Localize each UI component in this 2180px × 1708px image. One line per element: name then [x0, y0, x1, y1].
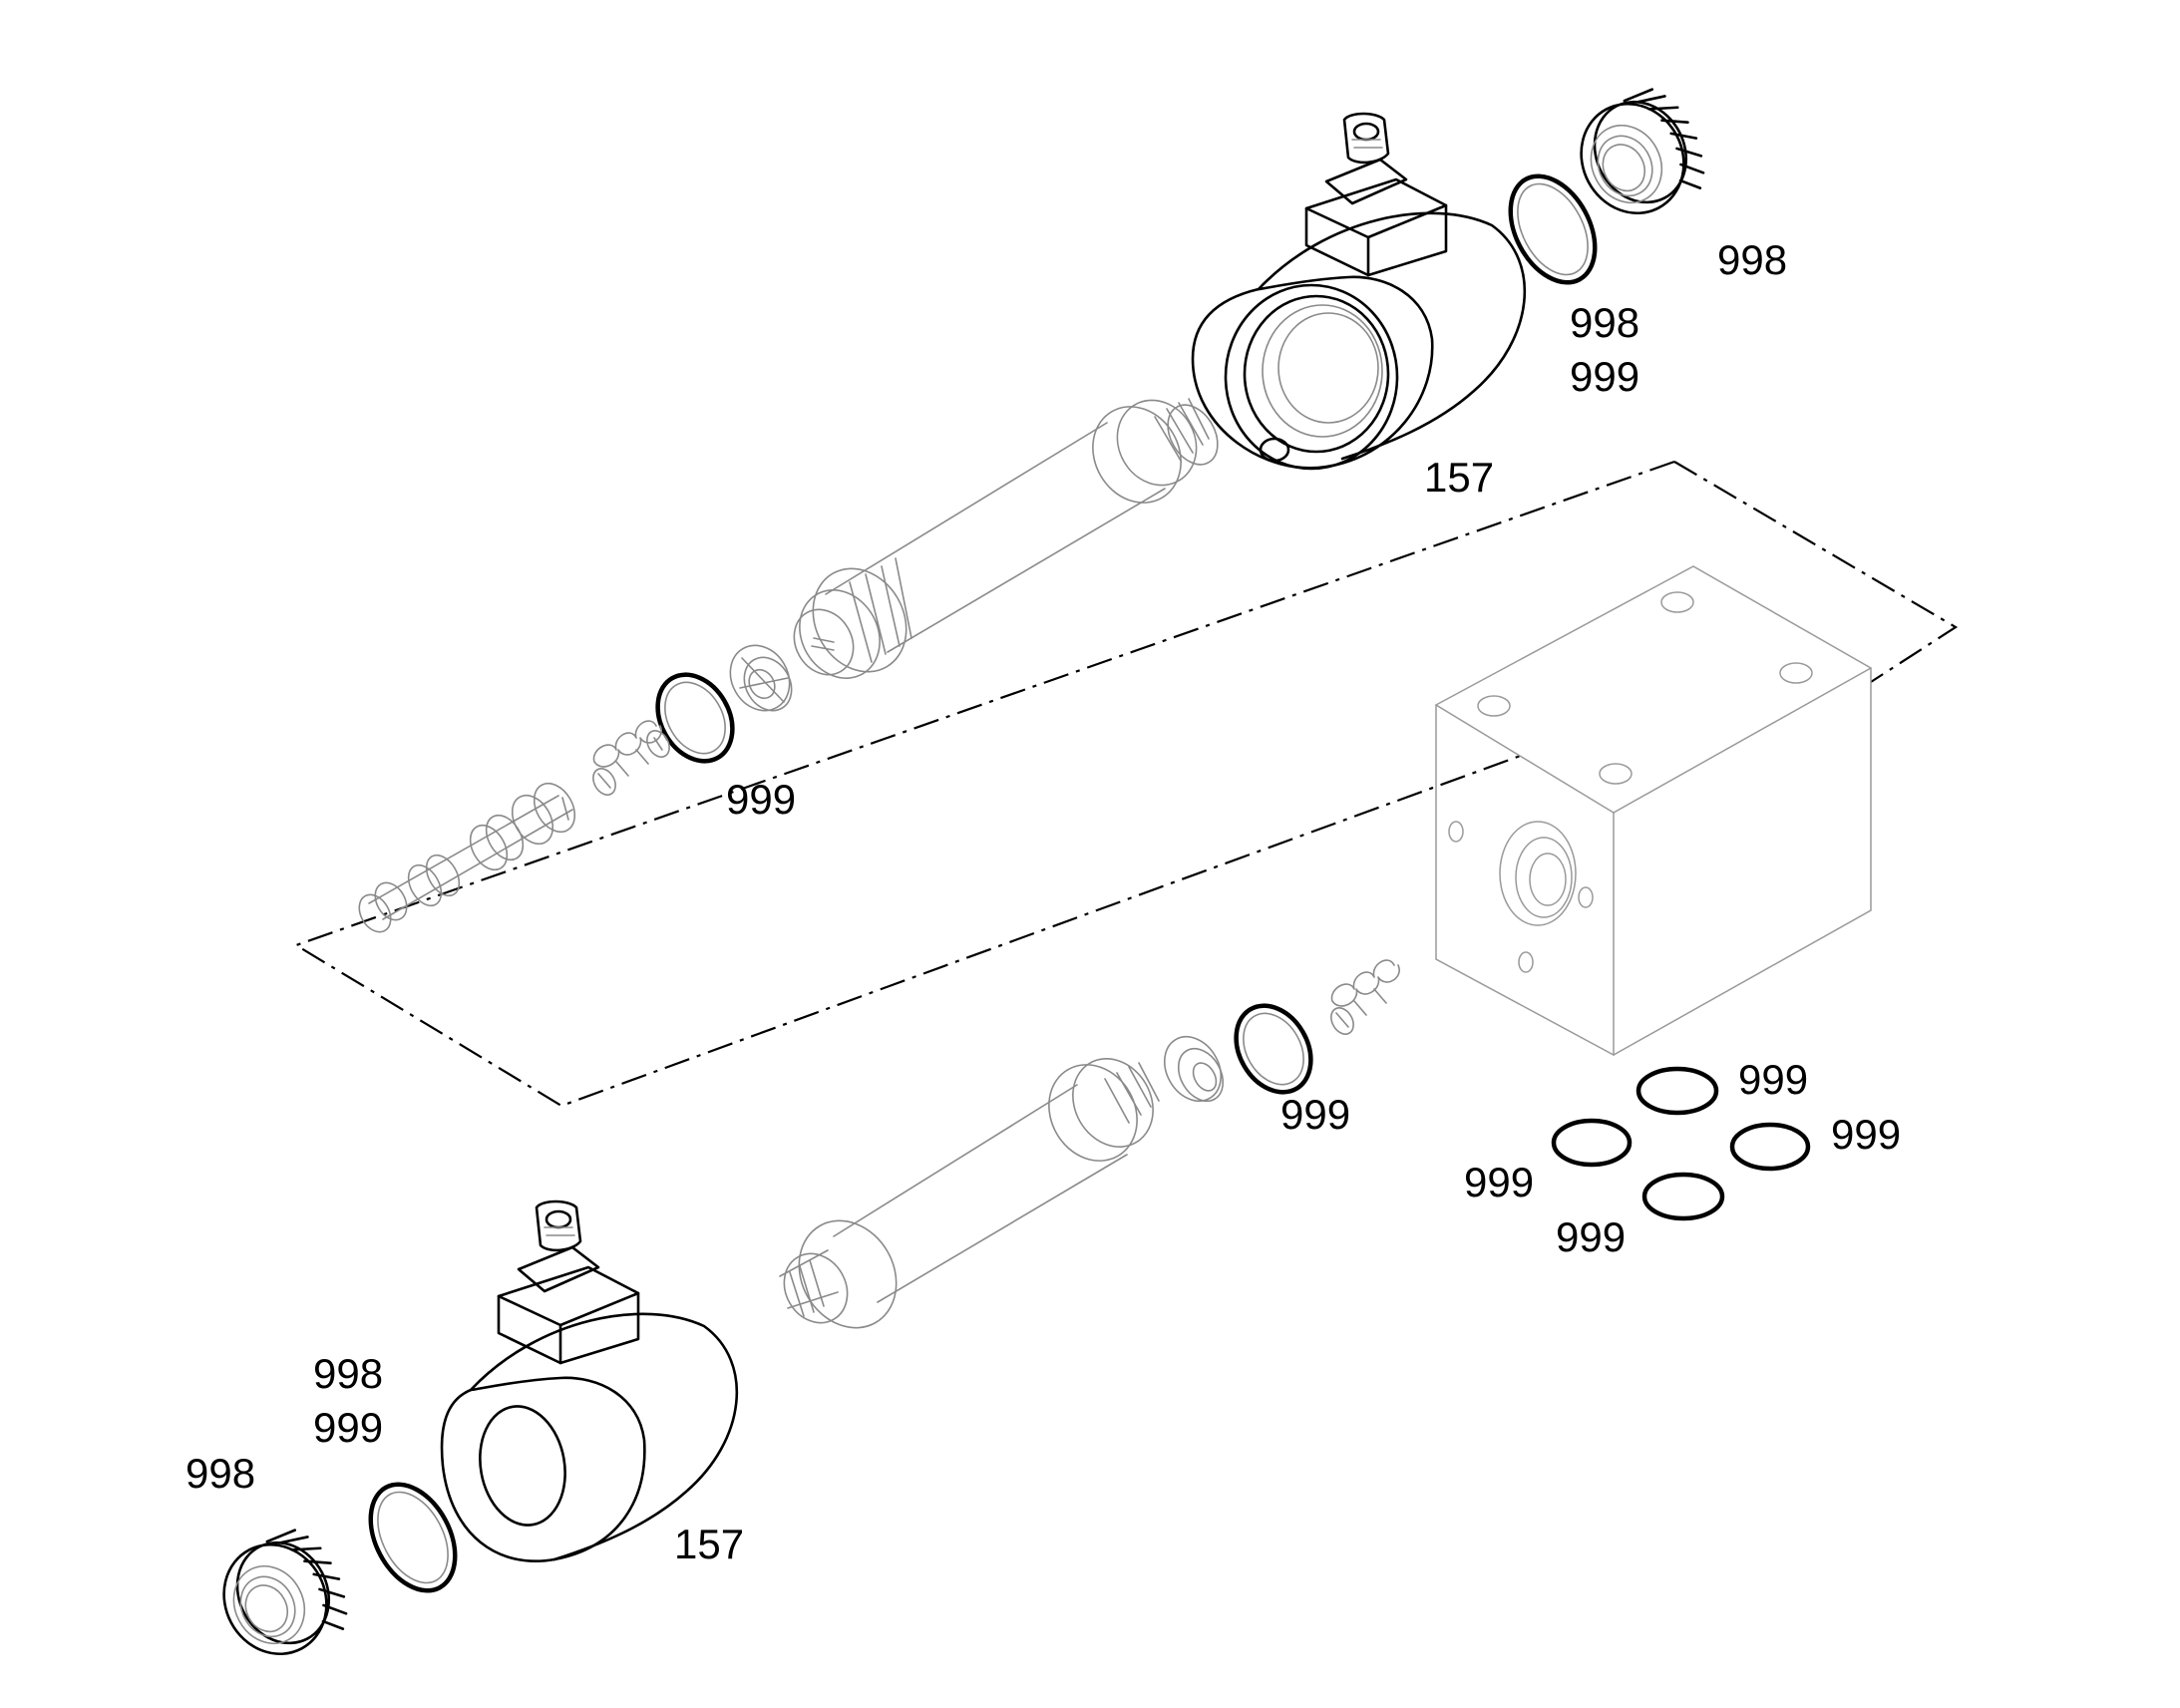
o-ring-upper	[655, 672, 735, 764]
armature-tube-lower	[779, 1058, 1160, 1329]
valve-seat-lower	[1163, 1036, 1225, 1103]
callout-999-o-ring-lower: 999	[1280, 1091, 1350, 1138]
callout-labels: 998 998 999 157 999 999 999 999 999 999 …	[185, 236, 1901, 1567]
seal-ring-top	[1508, 173, 1598, 285]
solenoid-coil-lower	[440, 1199, 739, 1562]
callout-998-gear-top: 998	[1717, 236, 1787, 283]
callout-999-ring-bottom: 999	[313, 1404, 383, 1451]
callout-999-seal-set-d: 999	[1556, 1213, 1626, 1260]
o-ring-seal-set	[1551, 1066, 1811, 1221]
callout-157-coil-bottom: 157	[674, 1521, 744, 1567]
spool-upper	[358, 782, 576, 933]
seal-ring-bottom	[368, 1482, 458, 1593]
solenoid-coil-top	[1191, 112, 1527, 471]
callout-998-ring-top: 998	[1570, 299, 1639, 346]
callout-999-ring-top: 999	[1570, 353, 1639, 400]
valve-body	[1434, 565, 1873, 1057]
armature-tube-top	[793, 398, 1219, 679]
callout-998-ring-bottom: 998	[313, 1350, 383, 1397]
callout-999-o-ring-upper: 999	[726, 776, 796, 823]
spring-upper	[592, 720, 670, 796]
callout-998-gear-bottom: 998	[185, 1450, 255, 1497]
spring-lower	[1330, 959, 1400, 1035]
o-ring-lower	[1234, 1003, 1313, 1095]
gear-nut-bottom	[222, 1529, 348, 1656]
assembly-centerlines	[293, 460, 1959, 1108]
callout-999-seal-set-a: 999	[1738, 1056, 1808, 1103]
callout-157-coil-top: 157	[1424, 454, 1494, 501]
valve-seat-top	[729, 644, 793, 712]
callout-999-seal-set-c: 999	[1464, 1159, 1534, 1205]
gear-nut-top	[1580, 88, 1705, 215]
callout-999-seal-set-b: 999	[1831, 1111, 1901, 1158]
